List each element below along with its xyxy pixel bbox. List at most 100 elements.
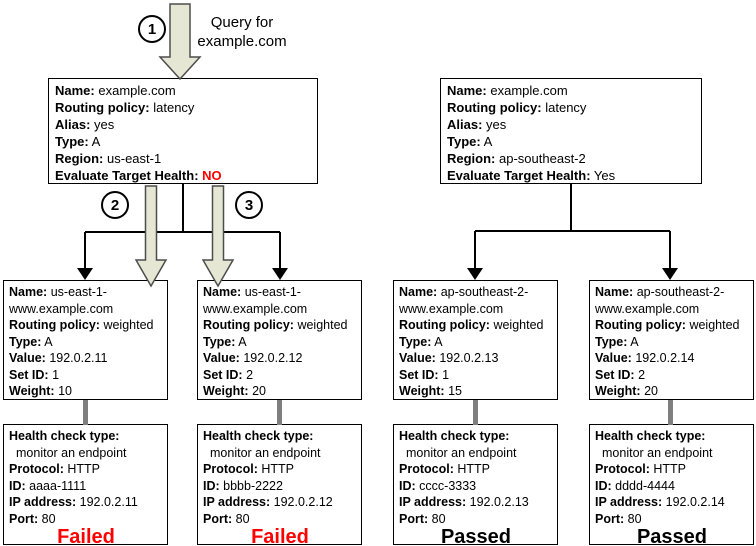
record-field: ID: bbbb-2222: [203, 478, 357, 495]
record-field: Protocol: HTTP: [203, 461, 357, 478]
record-field: IP address: 192.0.2.14: [595, 494, 749, 511]
field-value: weighted: [103, 318, 154, 332]
record-field: Routing policy: weighted: [595, 317, 749, 334]
record-field: IP address: 192.0.2.12: [203, 494, 357, 511]
field-value: 80: [235, 511, 250, 526]
record-field: Value: 192.0.2.12: [203, 350, 357, 367]
record-field: Type: A: [399, 334, 553, 351]
field-value: example.com: [98, 83, 176, 98]
record-field: ID: cccc-3333: [399, 478, 553, 495]
record-field: Port: 80: [399, 511, 553, 528]
record-field: Type: A: [447, 133, 696, 150]
left-branch-arrowhead-2: [272, 268, 288, 280]
field-value: monitor an endpoint: [210, 445, 321, 460]
field-label: Name:: [9, 285, 48, 299]
field-label: Weight:: [595, 384, 641, 398]
record-field: Routing policy: weighted: [9, 317, 163, 334]
field-label: Region:: [55, 151, 104, 166]
field-label: Name:: [55, 83, 95, 98]
field-label: Protocol:: [9, 462, 64, 476]
record-field: IP address: 192.0.2.11: [9, 494, 163, 511]
record-field: Set ID: 2: [595, 367, 749, 384]
field-label: ID:: [203, 478, 220, 493]
field-value: aaaa-1111: [29, 478, 87, 493]
step-3-arrow-icon: [201, 185, 235, 288]
health-check-status: Passed: [440, 526, 512, 546]
field-label: ID:: [399, 478, 416, 493]
record-field: Name: us-east-1-www.example.com: [9, 284, 163, 317]
field-value: HTTP: [261, 462, 294, 476]
field-label: Routing policy:: [399, 318, 490, 332]
field-label: Health check type:: [9, 429, 120, 443]
field-value: 1: [52, 367, 60, 382]
field-label: Set ID:: [203, 367, 243, 382]
record-field: Region: us-east-1: [55, 150, 312, 167]
field-label: Evaluate Target Health:: [55, 168, 199, 183]
record-field: Name: ap-southeast-2-www.example.com: [399, 284, 553, 317]
field-value: A: [238, 334, 247, 349]
record-field: Name: ap-southeast-2-www.example.com: [595, 284, 749, 317]
field-value: 192.0.2.13: [469, 495, 529, 509]
field-label: Type:: [55, 134, 89, 149]
field-label: Value:: [595, 351, 632, 365]
field-value: Yes: [593, 168, 616, 183]
field-label: Name:: [399, 285, 438, 299]
field-value: 20: [644, 384, 658, 398]
field-label: ID:: [595, 478, 612, 493]
field-label: Set ID:: [595, 367, 635, 382]
field-label: Type:: [447, 134, 481, 149]
record-field: Value: 192.0.2.11: [9, 350, 163, 367]
field-value: 80: [627, 511, 642, 526]
record-field: IP address: 192.0.2.13: [399, 494, 553, 511]
field-label: Alias:: [55, 117, 91, 132]
record-field: Type: A: [203, 334, 357, 351]
field-label: Protocol:: [399, 462, 454, 476]
field-label: Name:: [447, 83, 487, 98]
record-field: Port: 80: [595, 511, 749, 528]
record-field: Weight: 15: [399, 383, 553, 400]
record-field: Weight: 20: [595, 383, 749, 400]
field-label: IP address:: [9, 495, 77, 509]
record-field: Port: 80: [203, 511, 357, 528]
record-field: Protocol: HTTP: [595, 461, 749, 478]
health-check-status: Passed: [636, 526, 708, 546]
record-field: Health check type:monitor an endpoint: [595, 428, 749, 461]
field-value: ap-southeast-2-www.example.com: [595, 285, 725, 316]
record-field: Alias: yes: [55, 116, 312, 133]
field-value: A: [44, 334, 53, 349]
record-field: Set ID: 1: [9, 367, 163, 384]
health-check-status: Failed: [251, 526, 309, 546]
record-field: Type: A: [55, 133, 312, 150]
record-field: Name: example.com: [55, 82, 312, 99]
field-label: Value:: [9, 351, 46, 365]
field-label: Port:: [9, 511, 39, 526]
field-label: Value:: [399, 351, 436, 365]
field-label: Type:: [203, 334, 236, 349]
field-label: Routing policy:: [447, 100, 542, 115]
field-label: Port:: [203, 511, 233, 526]
right-branch-lines: [474, 184, 671, 269]
record-field: ID: dddd-4444: [595, 478, 749, 495]
field-value: 15: [448, 384, 462, 398]
field-label: Name:: [203, 285, 242, 299]
field-value: 80: [431, 511, 446, 526]
field-label: Health check type:: [595, 429, 706, 443]
record-field: Protocol: HTTP: [9, 461, 163, 478]
field-value: 2: [246, 367, 254, 382]
field-value: A: [630, 334, 639, 349]
record-field: Name: example.com: [447, 82, 696, 99]
field-value: ap-southeast-2: [499, 151, 586, 166]
field-label: Weight:: [9, 384, 55, 398]
field-value: weighted: [493, 318, 544, 332]
health-check-link-1: [83, 400, 88, 425]
record-field: Health check type:monitor an endpoint: [9, 428, 163, 461]
field-value: cccc-3333: [419, 478, 477, 493]
